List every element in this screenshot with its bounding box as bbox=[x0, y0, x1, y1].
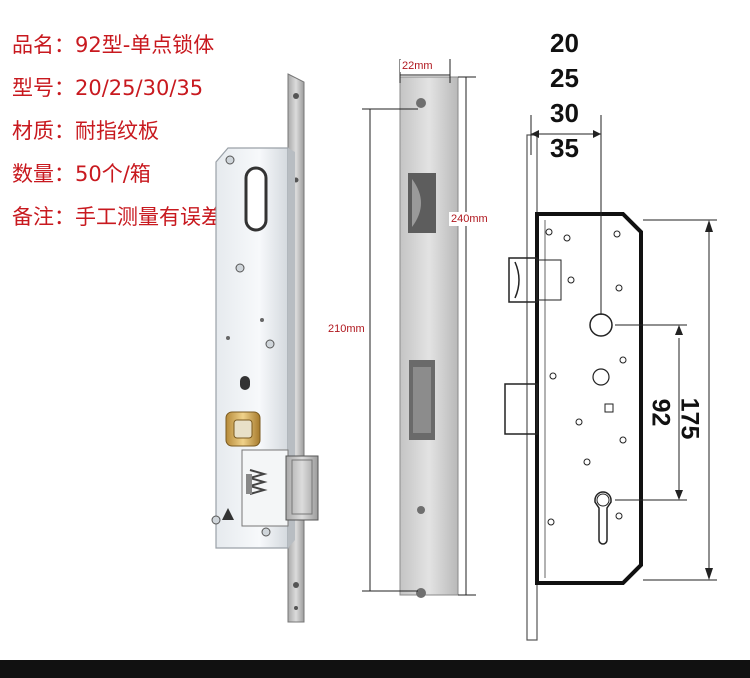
faceplate-length-label: 240mm bbox=[449, 212, 490, 226]
body-height-label: 175 bbox=[675, 397, 704, 440]
faceplate-width-label: 22mm bbox=[400, 60, 435, 72]
spec-label: 型号： bbox=[12, 76, 75, 100]
spec-value: 50个/箱 bbox=[75, 162, 151, 186]
spec-row-model: 型号：20/25/30/35 bbox=[12, 71, 222, 114]
spec-value: 20/25/30/35 bbox=[75, 76, 204, 100]
spec-row-quantity: 数量：50个/箱 bbox=[12, 157, 222, 200]
center-distance-label: 92 bbox=[646, 398, 675, 427]
spec-label: 数量： bbox=[12, 162, 75, 186]
hole-spacing-label: 210mm bbox=[326, 322, 367, 336]
spec-value: 92型-单点锁体 bbox=[75, 33, 215, 57]
backset-size-25: 25 bbox=[550, 63, 579, 93]
spec-list: 品名：92型-单点锁体 型号：20/25/30/35 材质：耐指纹板 数量：50… bbox=[12, 28, 222, 243]
spec-label: 备注： bbox=[12, 205, 75, 229]
lock-body-photo bbox=[211, 73, 319, 623]
spec-value: 手工测量有误差 bbox=[75, 205, 222, 229]
backset-size-30: 30 bbox=[550, 98, 579, 128]
faceplate-front-view bbox=[362, 59, 476, 598]
spec-label: 品名： bbox=[12, 33, 75, 57]
spec-row-material: 材质：耐指纹板 bbox=[12, 114, 222, 157]
spec-row-note: 备注：手工测量有误差 bbox=[12, 200, 222, 243]
spec-label: 材质： bbox=[12, 119, 75, 143]
spec-row-name: 品名：92型-单点锁体 bbox=[12, 28, 222, 71]
spec-value: 耐指纹板 bbox=[75, 119, 159, 143]
bottom-divider bbox=[0, 660, 750, 678]
backset-size-35: 35 bbox=[550, 133, 579, 163]
technical-drawing bbox=[504, 115, 717, 641]
backset-size-20: 20 bbox=[550, 28, 579, 58]
